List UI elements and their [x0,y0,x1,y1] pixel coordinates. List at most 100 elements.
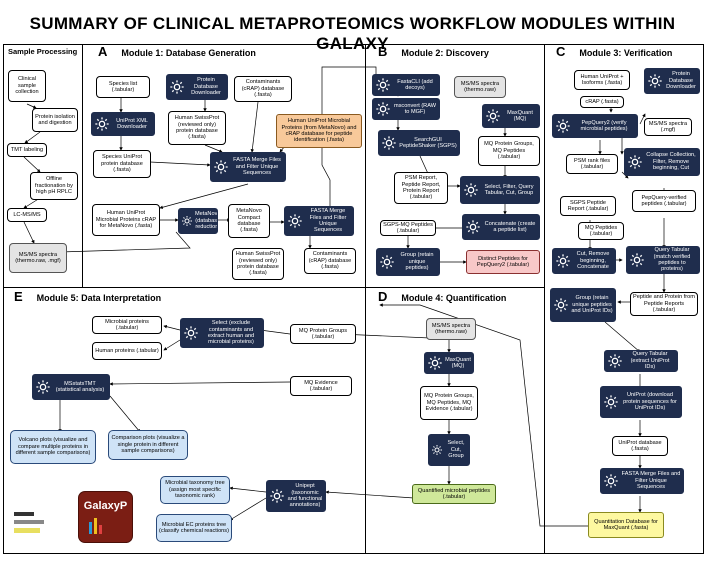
panel-letter-b: B [378,44,388,59]
node-clinical: Clinical sample collection [8,70,46,102]
node-metanovo-compact: MetaNovo Compact database (.fasta) [228,204,270,238]
panel-title-b: B Module 2: Discovery [378,44,489,59]
node-uniprot-dl: UniProt (download protein sequences for … [600,386,682,418]
node-cut-remove-label: Cut, Remove beginning, Concatenate [576,251,610,271]
gear-icon [553,297,569,313]
gear-icon [555,118,571,134]
node-pepquery-verified: PepQuery-verified peptides (.tabular) [632,190,696,212]
node-human-uniprot-microbial: Human UniProt Microbial Proteins (from M… [276,114,362,148]
decorative-bars [14,512,44,533]
node-quantified: Quantified microbial peptides (.tabular) [412,484,496,504]
node-select-filter-label: Select, Filter, Query Tabular, Cut, Grou… [484,183,534,196]
node-select-e-label: Select (exclude contaminants and extract… [207,320,255,346]
node-uniprot-dl-label: UniProt (download protein sequences for … [623,392,677,412]
node-unipept: Unipept (taxonomic and functional annota… [266,480,326,512]
node-microbial-proteins: Microbial proteins (.tabular) [92,316,162,334]
node-select-filter: Select, Filter, Query Tabular, Cut, Grou… [460,176,540,204]
node-contam-a: Contaminants (cRAP) database (.fasta) [234,76,292,102]
node-pdd-c-label: Protein Database Downloader [666,71,696,91]
node-fastacli: FastaCLI (add decoys) [372,74,440,96]
node-pep-protein: Peptide and Protein from Peptide Reports… [630,292,698,316]
node-fasta-merge-a1-label: FASTA Merge Files and Filter Unique Sequ… [233,157,281,177]
panel-title-sample: Sample Processing [8,47,78,56]
node-msstats: MSstatsTMT (statistical analysis) [32,374,110,400]
logo-text: GalaxyP [83,500,128,512]
node-searchgui: SearchGUI PeptideShaker (SGPS) [378,130,460,156]
galaxyp-logo: GalaxyP [79,492,132,542]
panel-letter-d: D [378,289,388,304]
gear-icon [287,213,303,229]
gear-icon [627,154,643,170]
node-human-swiss-a2: Human SwissProt (reviewed only) protein … [232,248,284,280]
gear-icon [555,253,571,269]
node-query-tab-c-label: Query Tabular (match verified peptides t… [653,247,691,273]
node-group-c-label: Group (retain unique peptides and UniPro… [571,295,613,315]
node-unipept-label: Unipept (taxonomic and functional annota… [287,483,323,509]
node-msspectra-c: MS/MS spectra (.mgf) [644,118,692,136]
node-species-list: Species list (.tabular) [96,76,150,98]
node-human-uniprot-iso: Human UniProt + Isoforms (.fasta) [574,70,630,90]
node-taxonomy: Microbial taxonomy tree (assign most spe… [160,476,230,504]
gear-icon [603,473,619,489]
node-quant-db: Quantitation Database for MaxQuant (.fas… [588,512,664,538]
node-query-tab-c2: Query Tabular (extract UniProt IDs) [604,350,678,372]
node-lcms: LC-MS/MS [7,208,47,222]
node-pdd-a-label: Protein Database Downloader [191,77,221,97]
gear-icon [94,116,110,132]
node-psm-rank: PSM rank files (.tabular) [566,154,618,174]
node-maxquant-b: MaxQuant (MQ) [482,104,540,128]
gear-icon [629,252,645,268]
node-pepquery-label: PepQuery2 (verify microbial peptides) [580,119,628,132]
panel-letter-a: A [98,44,108,59]
node-pdd-c: Protein Database Downloader [644,68,700,94]
node-msconvert: msconvert (RAW to MGF) [372,98,440,120]
node-crap-c: cRAP (.fasta) [580,96,624,108]
node-human-swiss-a: Human SwissProt (reviewed only) protein … [168,111,226,145]
node-group-b-label: Group (retain unique peptides) [400,252,434,272]
panel-letter-c: C [556,44,566,59]
node-metanovo-label: MetaNovo (database reduction) [195,211,218,231]
gear-icon [181,215,193,227]
node-psm-report: PSM Report, Peptide Report, Protein Repo… [394,172,448,204]
gear-icon [375,101,391,117]
node-collapse: Collapse Collection, Filter, Remove begi… [624,148,700,176]
node-mq-groups-d: MQ Protein Groups, MQ Peptides, MQ Evide… [420,386,478,420]
node-cut-remove: Cut, Remove beginning, Concatenate [552,248,616,274]
gear-icon [647,73,663,89]
node-maxquant-d-label: MaxQuant (MQ) [445,356,471,369]
node-collapse-label: Collapse Collection, Filter, Remove begi… [646,152,696,172]
panel-label-e: Module 5: Data Interpretation [36,293,162,303]
panel-label-a: Module 1: Database Generation [121,48,256,58]
node-fasta-merge-a2: FASTA Merge Files and Filter Unique Sequ… [284,206,354,236]
node-mq-evidence-e: MQ Evidence (.tabular) [290,376,352,396]
node-sgps-report: SGPS Peptide Report (.tabular) [560,196,616,216]
gear-icon [431,444,443,456]
panel-label-b: Module 2: Discovery [401,48,489,58]
node-pdd-a: Protein Database Downloader [166,74,228,100]
node-volcano: Volcano plots (visualize and compare mul… [10,430,96,464]
node-msstats-label: MSstatsTMT (statistical analysis) [55,380,105,393]
node-pepquery: PepQuery2 (verify microbial peptides) [552,114,638,138]
gear-icon [35,379,51,395]
node-select-cut: Select, Cut, Group [428,434,470,466]
node-concatenate-b: Concatenate (create a peptide list) [462,214,540,240]
gear-icon [183,325,199,341]
gear-icon [465,219,481,235]
node-msspectra-b: MS/MS spectra (thermo.raw) [454,76,506,98]
node-maxquant-d: MaxQuant (MQ) [424,352,474,374]
node-mq-groups-b: MQ Protein Groups, MQ Peptides (.tabular… [478,136,540,166]
node-sgps-mq: SGPS-MQ Peptides (.tabular) [380,220,436,236]
node-uniprot-db: UniProt database (.fasta) [612,436,668,456]
gear-icon [603,394,619,410]
node-metanovo: MetaNovo (database reduction) [178,208,218,234]
node-msspectra-sp: MS/MS spectra (thermo.raw, .mgf) [9,243,67,273]
node-mq-peptides-c: MQ Peptides (.tabular) [578,222,624,240]
gear-icon [375,77,391,93]
node-contam-a2: Contaminants (cRAP) database (.fasta) [304,248,356,274]
node-fasta-merge-a2-label: FASTA Merge Files and Filter Unique Sequ… [309,208,347,234]
node-group-b: Group (retain unique peptides) [376,248,440,276]
node-comparison: Comparison plots (visualize a single pro… [108,430,188,460]
node-select-cut-label: Select, Cut, Group [447,440,465,460]
node-fasta-merge-a1: FASTA Merge Files and Filter Unique Sequ… [210,152,286,182]
